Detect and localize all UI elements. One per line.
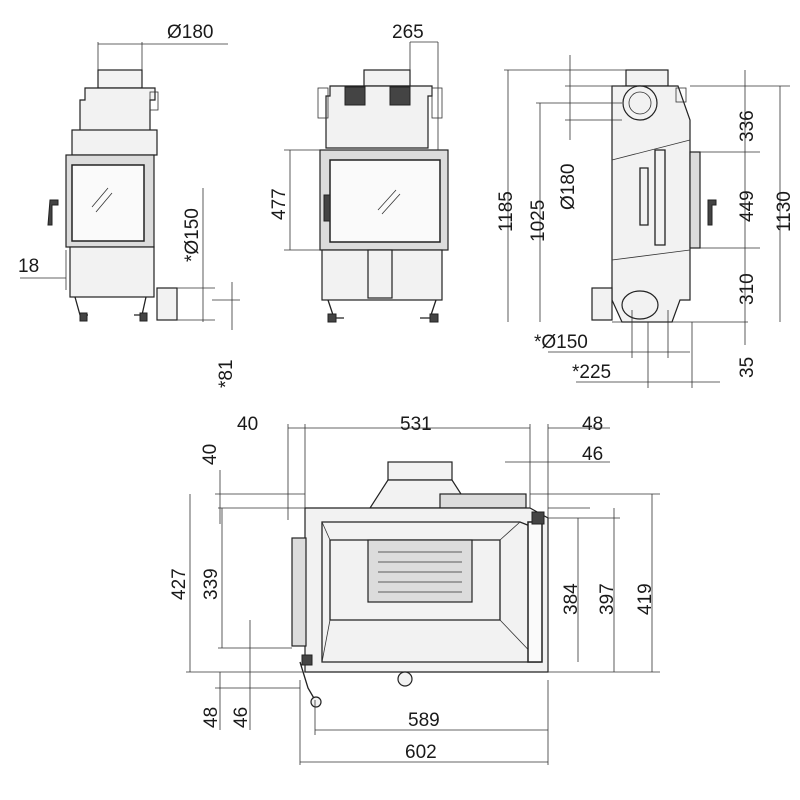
- front-frame: [689, 151, 701, 249]
- right-side-panel-2: [639, 167, 649, 226]
- hood-side-detail: [149, 91, 159, 111]
- right-side-panel: [654, 149, 666, 246]
- dim-right-inlet-width: *225: [572, 362, 611, 383]
- dim-right-top: 336: [737, 110, 758, 142]
- dim-plan-depth-right-total: 419: [635, 583, 656, 615]
- back-grate: [367, 539, 473, 603]
- handle-knob-icon: [397, 671, 413, 687]
- side-vent-left: [291, 537, 307, 647]
- dim-plan-bottom-left-a: 48: [201, 707, 222, 728]
- dim-plan-right-inner: 46: [582, 444, 603, 465]
- front-glass: [71, 164, 145, 242]
- upper-body: [71, 129, 158, 156]
- dim-right-flue-height: 1025: [528, 200, 549, 242]
- side-view: 265 477: [269, 22, 449, 323]
- flue-collar: [387, 461, 453, 481]
- dim-plan-depth-right-mid: 397: [597, 583, 618, 615]
- door-handle-icon: [707, 199, 717, 226]
- foot-right: [429, 313, 439, 323]
- door-handle-icon: [47, 199, 59, 226]
- vent-right-icon: [389, 86, 411, 106]
- air-inlet-box: [156, 287, 178, 321]
- flue-collar: [97, 69, 143, 89]
- base-box: [591, 287, 613, 321]
- flue-tab: [675, 87, 687, 103]
- door-handle-icon: [323, 194, 331, 222]
- top-hood: [325, 85, 433, 149]
- dim-plan-depth-inner: 339: [201, 568, 222, 600]
- dim-front-flue: Ø180: [167, 22, 213, 43]
- lever-end-icon: [310, 696, 322, 708]
- dim-side-offset: 265: [392, 22, 424, 43]
- vent-left-icon: [344, 86, 366, 106]
- front-view: Ø180 18 *Ø150 *81: [18, 22, 240, 388]
- flue-pipe-inner: [628, 91, 652, 115]
- glass-side-right: [527, 521, 543, 663]
- dim-plan-width-top: 531: [400, 414, 432, 435]
- right-view: 1185 1025 Ø180 336 449 310 1130 *Ø150 *2…: [496, 55, 795, 388]
- foot-left: [327, 313, 337, 323]
- side-bracket: [431, 87, 443, 119]
- dim-front-inlet-height: *81: [216, 359, 237, 388]
- dim-right-flue: Ø180: [558, 164, 579, 210]
- dim-right-bottom: 310: [737, 273, 758, 305]
- dim-right-inlet: *Ø150: [534, 332, 588, 353]
- glass-reflection: [381, 193, 401, 215]
- dim-right-middle: 449: [737, 190, 758, 222]
- plan-view: 40 531 48 46 40 427 339 384 397 419 48 4…: [169, 414, 660, 765]
- base-legs: [74, 296, 147, 316]
- dim-front-side: 18: [18, 256, 39, 277]
- corner-bracket-icon: [531, 511, 545, 525]
- interior-slope: [611, 139, 691, 261]
- dim-plan-width-bottom-total: 602: [405, 742, 437, 763]
- dim-plan-depth-right-inner: 384: [561, 583, 582, 615]
- base-body: [69, 246, 155, 298]
- dim-front-inlet: *Ø150: [182, 208, 203, 262]
- dim-right-total: 1185: [496, 191, 517, 232]
- dim-right-body-height: 1130: [774, 191, 795, 232]
- front-glass: [329, 159, 441, 243]
- foot-left: [79, 312, 88, 322]
- flue-pipe-circle: [622, 85, 658, 121]
- glass-reflection: [91, 187, 109, 208]
- body-outline: [611, 85, 691, 323]
- inlet-pipe: [621, 290, 659, 320]
- dim-plan-depth-total: 427: [169, 568, 190, 600]
- dim-plan-right-top: 48: [582, 414, 603, 435]
- glass-reflection: [377, 189, 397, 211]
- top-vent-block: [439, 493, 527, 509]
- dim-plan-width-bottom-inner: 589: [408, 710, 440, 731]
- center-pipe: [367, 249, 393, 299]
- glass-reflection: [95, 192, 113, 213]
- flue-collar: [625, 69, 669, 87]
- firebox-perspective: [321, 521, 541, 663]
- foot-right: [139, 312, 148, 322]
- base-legs: [327, 299, 437, 319]
- dim-right-base: 35: [737, 357, 758, 378]
- door-lever-icon: [299, 661, 316, 701]
- side-bracket: [317, 87, 329, 119]
- corner-bracket-icon: [301, 654, 313, 666]
- dim-side-glass-height: 477: [269, 188, 290, 220]
- dim-plan-left-top: 40: [237, 414, 258, 435]
- flue-collar: [363, 69, 411, 87]
- dim-plan-left-vertical: 40: [200, 444, 221, 465]
- dim-plan-bottom-left-b: 46: [231, 707, 252, 728]
